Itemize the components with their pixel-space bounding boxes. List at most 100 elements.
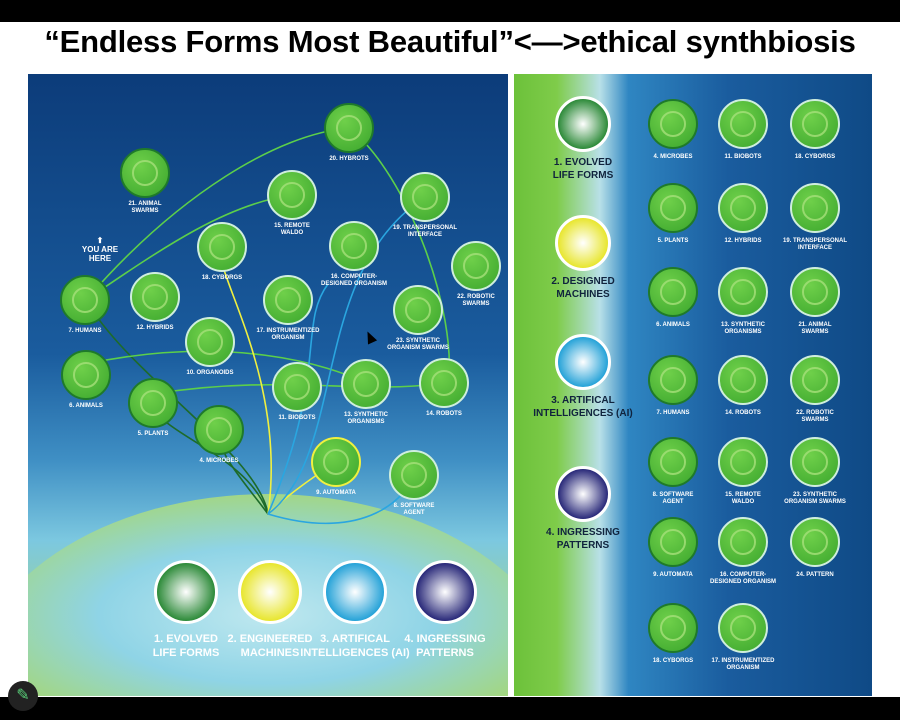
node-9-automata-icon [311, 437, 361, 487]
glyph-icon [802, 195, 828, 221]
grid-22-robotic-swarms-icon [790, 355, 840, 405]
glyph-icon [660, 529, 686, 555]
category-1-evolved-life-forms-icon [555, 96, 611, 152]
node-15-remote-waldo-icon [267, 170, 317, 220]
node-5-plants-label: 5. PLANTS [137, 431, 169, 437]
node-21-animal-swarms-icon [120, 148, 170, 198]
glyph-icon [206, 417, 232, 443]
grid-18-cyborgs-icon [648, 603, 698, 653]
node-6-animals-label: 6. ANIMALS [69, 403, 103, 409]
node-7-humans-label: 7. HUMANS [68, 328, 102, 334]
glyph-icon [341, 233, 367, 259]
grid-17-instrumentized-organism-label: 17. INSTRUMENTIZED ORGANISM [711, 658, 775, 671]
evolution-tree-diagram: ⬆YOU ARE HERE 20. HYBROTS 21. ANIMAL SWAR… [28, 74, 508, 696]
node-12-hybrids-label: 12. HYBRIDS [136, 325, 174, 331]
glyph-icon [323, 449, 349, 475]
node-19-transpersonal-interface-icon [400, 172, 450, 222]
node-20-hybrots-icon [324, 103, 374, 153]
glyph-icon [405, 297, 431, 323]
category-3-artifical-intelligences-ai-icon [323, 560, 387, 624]
top-black-bar [0, 0, 900, 22]
grid-6-animals-label: 6. ANIMALS [656, 322, 690, 328]
glyph-icon [284, 374, 310, 400]
grid-18-cyborgs-label: 18. CYBORGS [652, 658, 694, 664]
node-20-hybrots-label: 20. HYBROTS [329, 156, 369, 162]
node-17-instrumentized-organism-label: 17. INSTRUMENTIZED ORGANISM [256, 328, 320, 341]
node-6-animals-icon [61, 350, 111, 400]
grid-4-microbes-icon [648, 99, 698, 149]
you-are-here-marker: ⬆YOU ARE HERE [72, 236, 128, 263]
node-16-computer-designed-organism-icon [329, 221, 379, 271]
glyph-icon [730, 279, 756, 305]
grid-13-synthetic-organisms-label: 13. SYNTHETIC ORGANISMS [720, 322, 766, 335]
category-3-artifical-intelligences-ai-label: 3. ARTIFICAL INTELLIGENCES (AI) [533, 395, 633, 419]
glyph-icon [463, 253, 489, 279]
glyph-icon [730, 449, 756, 475]
glyph-icon [660, 615, 686, 641]
grid-8-software-agent-icon [648, 437, 698, 487]
category-4-ingressing-patterns-icon [413, 560, 477, 624]
glyph-icon [279, 182, 305, 208]
grid-8-software-agent-label: 8. SOFTWARE AGENT [652, 492, 694, 505]
node-22-robotic-swarms-label: 22. ROBOTIC SWARMS [457, 294, 495, 307]
category-3-artifical-intelligences-ai-label: 3. ARTIFICAL INTELLIGENCES (AI) [300, 633, 410, 659]
pencil-edit-icon[interactable]: ✎ [8, 681, 38, 711]
glyph-icon [730, 529, 756, 555]
grid-23-synthetic-organism-swarms-icon [790, 437, 840, 487]
category-2-engineered-machines-label: 2. ENGINEERED MACHINES [227, 633, 313, 659]
category-4-ingressing-patterns-icon [555, 466, 611, 522]
node-18-cyborgs-label: 18. CYBORGS [201, 275, 243, 281]
grid-21-animal-swarms-label: 21. ANIMAL SWARMS [798, 322, 832, 335]
category-3-artifical-intelligences-ai-icon [555, 334, 611, 390]
grid-11-biobots-icon [718, 99, 768, 149]
node-5-plants-icon [128, 378, 178, 428]
node-9-automata-label: 9. AUTOMATA [316, 490, 356, 496]
grid-9-automata-label: 9. AUTOMATA [653, 572, 693, 578]
grid-4-microbes-label: 4. MICROBES [653, 154, 693, 160]
glyph-icon [730, 195, 756, 221]
grid-24-pattern-label: 24. PATTERN [796, 572, 834, 578]
glyph-icon [73, 362, 99, 388]
node-13-synthetic-organisms-label: 13. SYNTHETIC ORGANISMS [343, 412, 389, 425]
glyph-icon [660, 195, 686, 221]
node-14-robots-icon [419, 358, 469, 408]
category-1-evolved-life-forms-icon [154, 560, 218, 624]
grid-24-pattern-icon [790, 517, 840, 567]
grid-23-synthetic-organism-swarms-label: 23. SYNTHETIC ORGANISM SWARMS [784, 492, 846, 505]
grid-15-remote-waldo-icon [718, 437, 768, 487]
category-2-engineered-machines-icon [238, 560, 302, 624]
glyph-icon [802, 367, 828, 393]
grid-17-instrumentized-organism-icon [718, 603, 768, 653]
glyph-icon [730, 111, 756, 137]
glyph-icon [431, 370, 457, 396]
glyph-icon [660, 367, 686, 393]
node-23-synthetic-organism-swarms-label: 23. SYNTHETIC ORGANISM SWARMS [387, 338, 449, 351]
glyph-icon [802, 279, 828, 305]
glyph-icon [209, 234, 235, 260]
glyph-icon [660, 111, 686, 137]
glyph-icon [336, 115, 362, 141]
category-4-ingressing-patterns-label: 4. INGRESSING PATTERNS [404, 633, 486, 659]
node-15-remote-waldo-label: 15. REMOTE WALDO [274, 223, 310, 236]
glyph-icon [275, 287, 301, 313]
arrow-up-icon: ⬆ [96, 236, 104, 245]
node-23-synthetic-organism-swarms-icon [393, 285, 443, 335]
category-4-ingressing-patterns-label: 4. INGRESSING PATTERNS [546, 527, 620, 551]
grid-5-plants-icon [648, 183, 698, 233]
grid-16-computer-designed-organism-label: 16. COMPUTER- DESIGNED ORGANISM [709, 572, 777, 585]
grid-18-cyborgs-label: 18. CYBORGS [794, 154, 836, 160]
slide-title: “Endless Forms Most Beautiful”<—>ethical… [44, 24, 856, 59]
node-8-software-agent-icon [389, 450, 439, 500]
grid-12-hybrids-label: 12. HYBRIDS [724, 238, 762, 244]
node-4-microbes-label: 4. MICROBES [199, 458, 239, 464]
category-2-designed-machines-icon [555, 215, 611, 271]
grid-19-transpersonal-interface-icon [790, 183, 840, 233]
grid-11-biobots-label: 11. BIOBOTS [724, 154, 762, 160]
grid-18-cyborgs-icon [790, 99, 840, 149]
node-10-organoids-icon [185, 317, 235, 367]
glyph-icon [412, 184, 438, 210]
node-21-animal-swarms-label: 21. ANIMAL SWARMS [128, 201, 162, 214]
glyph-icon [132, 160, 158, 186]
grid-22-robotic-swarms-label: 22. ROBOTIC SWARMS [796, 410, 834, 423]
